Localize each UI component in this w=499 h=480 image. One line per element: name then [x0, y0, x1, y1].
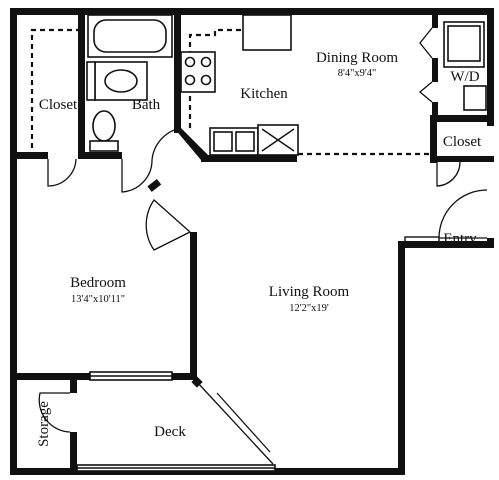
interior-walls	[10, 8, 494, 475]
stove	[180, 51, 216, 93]
washer-dryer-fixtures	[418, 21, 487, 111]
kitchen-fixtures	[180, 14, 299, 156]
toilet	[92, 110, 116, 142]
bath-label: Bath	[132, 97, 161, 113]
living-room-size: 12'2"x19'	[289, 303, 329, 314]
closet-right-label: Closet	[443, 134, 482, 150]
storage-label: Storage	[36, 401, 52, 447]
kitchen-label: Kitchen	[240, 86, 288, 102]
refrigerator	[242, 14, 292, 51]
living-room-label: Living Room	[269, 284, 350, 300]
bath-fixtures	[86, 14, 173, 152]
doors	[38, 127, 488, 472]
room-labels: Closet Bath Kitchen Dining Room 8'4"x9'4…	[36, 50, 482, 447]
deck-label: Deck	[154, 424, 186, 440]
entry-label: Entry	[443, 231, 477, 247]
dining-room-size: 8'4"x9'4"	[338, 68, 377, 79]
dashed-boundaries	[30, 28, 430, 156]
bedroom-label: Bedroom	[70, 275, 126, 291]
closet-left-label: Closet	[39, 97, 78, 113]
bedroom-size: 13'4"x10'11"	[71, 294, 125, 305]
wd-label: W/D	[450, 69, 479, 85]
dining-room-label: Dining Room	[316, 50, 398, 66]
